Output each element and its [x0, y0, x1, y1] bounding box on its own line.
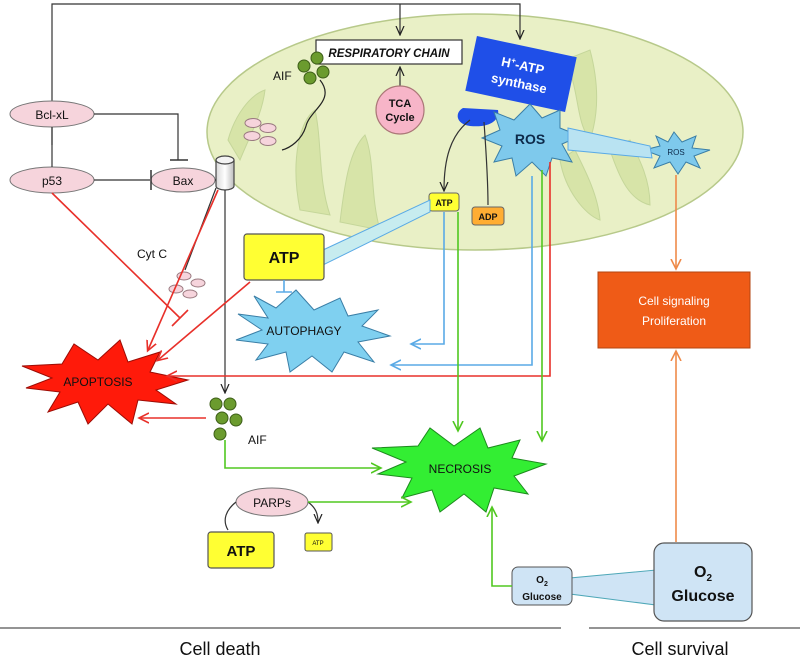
- mitochondrial-pore: [215, 155, 235, 191]
- atp-big-label: ATP: [269, 250, 300, 267]
- ros-large: ROS: [480, 103, 582, 177]
- ros-small: ROS: [642, 131, 711, 175]
- necrosis-star: NECROSIS: [371, 427, 548, 513]
- pink-proteins-top: [243, 118, 277, 146]
- o2-small-label: O: [536, 575, 544, 586]
- cell-signaling-box: Cell signaling Proliferation: [597, 271, 751, 349]
- o2-large-sub: 2: [706, 573, 712, 584]
- bottom-divider: Cell death Cell survival: [0, 627, 800, 659]
- atp-tiny: ATP: [304, 532, 333, 552]
- cell-signaling-label-1: Cell signaling: [638, 294, 709, 308]
- adp-label: ADP: [478, 212, 497, 222]
- o2-small-sub: 2: [544, 581, 548, 588]
- atp-small-label: ATP: [435, 198, 452, 208]
- atp-adp-cycle: [444, 119, 489, 206]
- cell-signaling-label-2: Proliferation: [642, 314, 706, 328]
- tca-label-2: Cycle: [385, 112, 414, 124]
- necrosis-label: NECROSIS: [429, 462, 492, 476]
- cytochrome-c: Cyt C: [137, 247, 206, 299]
- bax-label: Bax: [173, 174, 194, 188]
- atp-synthase-label-sup: +: [510, 56, 517, 66]
- bclxl-label: Bcl-xL: [35, 108, 69, 122]
- atp-synthase-label-rest: -ATP: [514, 57, 546, 78]
- green-arrows: [224, 170, 542, 587]
- svg-text:O2: O2: [536, 575, 548, 588]
- atp-small: ATP: [428, 192, 460, 212]
- ros-large-label: ROS: [515, 131, 545, 147]
- cell-survival-label: Cell survival: [631, 639, 728, 659]
- cytc-label: Cyt C: [137, 247, 167, 261]
- atp-synthase-label-h: H: [500, 54, 512, 71]
- svg-text:O2: O2: [694, 564, 712, 584]
- autophagy-label: AUTOPHAGY: [266, 324, 341, 338]
- ros-small-label: ROS: [667, 148, 684, 157]
- apoptosis-label: APOPTOSIS: [63, 375, 132, 389]
- atp-tiny-label: ATP: [312, 541, 323, 547]
- parps: PARPs: [224, 487, 318, 531]
- respiratory-chain: RESPIRATORY CHAIN: [315, 39, 463, 65]
- tca-label-1: TCA: [389, 98, 412, 110]
- ros-link-wedge: [567, 127, 653, 159]
- apoptosis-regulators: Bcl-xL p53 Bax: [9, 100, 216, 194]
- cell-death-label: Cell death: [179, 639, 260, 659]
- glucose-large-label: Glucose: [671, 588, 734, 605]
- blue-arrows: [392, 176, 533, 365]
- p53-label: p53: [42, 174, 62, 188]
- o2-glucose-large: O2 Glucose: [653, 542, 753, 622]
- respiratory-chain-label: RESPIRATORY CHAIN: [328, 48, 450, 60]
- o2-glucose-small: O2 Glucose: [511, 566, 573, 606]
- atp-big: ATP: [243, 233, 325, 281]
- top-feedback-lines: [51, 3, 520, 145]
- o2-wedge: [569, 569, 657, 606]
- aif-bottom-label: AIF: [248, 433, 267, 447]
- svg-text:H+-ATP: H+-ATP: [500, 54, 546, 78]
- tca-cycle: TCA Cycle: [375, 68, 425, 135]
- o2-large-label: O: [694, 564, 706, 581]
- atp-inhibits-autophagy: [276, 280, 292, 293]
- parps-label: PARPs: [253, 496, 291, 510]
- atp-parp-label: ATP: [227, 543, 256, 560]
- aif-cluster-bottom: AIF: [209, 397, 267, 447]
- mitochondrion: [206, 13, 744, 251]
- autophagy-star: AUTOPHAGY: [235, 289, 392, 373]
- apoptosis-star: APOPTOSIS: [21, 339, 190, 425]
- aif-top-label: AIF: [273, 69, 292, 83]
- glucose-small-label: Glucose: [522, 592, 562, 603]
- atp-synthase: H+-ATP synthase: [457, 36, 577, 127]
- aif-cluster-top: AIF: [273, 51, 330, 151]
- red-arrows: [51, 162, 551, 418]
- adp-box: ADP: [471, 206, 505, 226]
- atp-parp: ATP: [207, 531, 275, 569]
